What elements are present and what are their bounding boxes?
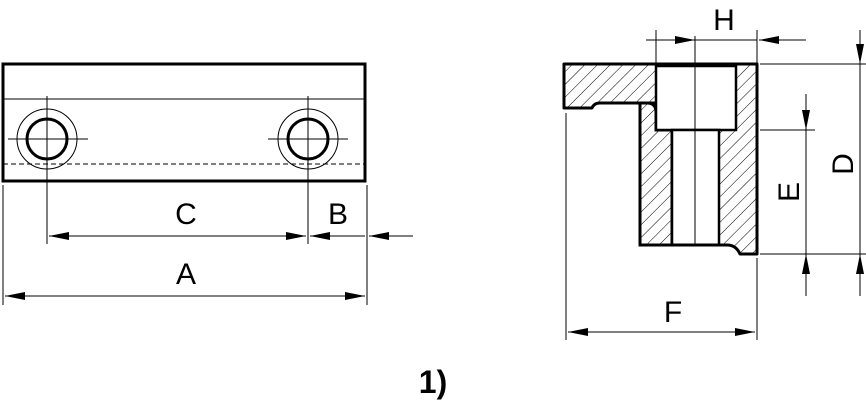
front-view-outline [1,62,367,183]
figure-caption: 1) [418,364,448,400]
section-view: H E D F [562,4,866,340]
counterbore [654,64,738,132]
dimension-label-c: C [175,198,197,231]
dimension-label-e: E [773,182,806,202]
dimension-label-d: D [827,153,860,175]
dimension-label-a: A [176,258,196,291]
dimension-arrow-e-top [802,110,810,130]
right-hole [268,96,348,244]
dimension-arrow-d-bottom [856,254,864,274]
dimension-label-h: H [713,4,735,37]
dimension-label-b: B [328,198,348,231]
front-view: C B A [1,62,413,305]
dimension-arrow-d-top [856,44,864,64]
left-hole [8,96,88,244]
dimension-label-f: F [664,296,682,329]
dimension-arrow-e-bottom [802,254,810,274]
